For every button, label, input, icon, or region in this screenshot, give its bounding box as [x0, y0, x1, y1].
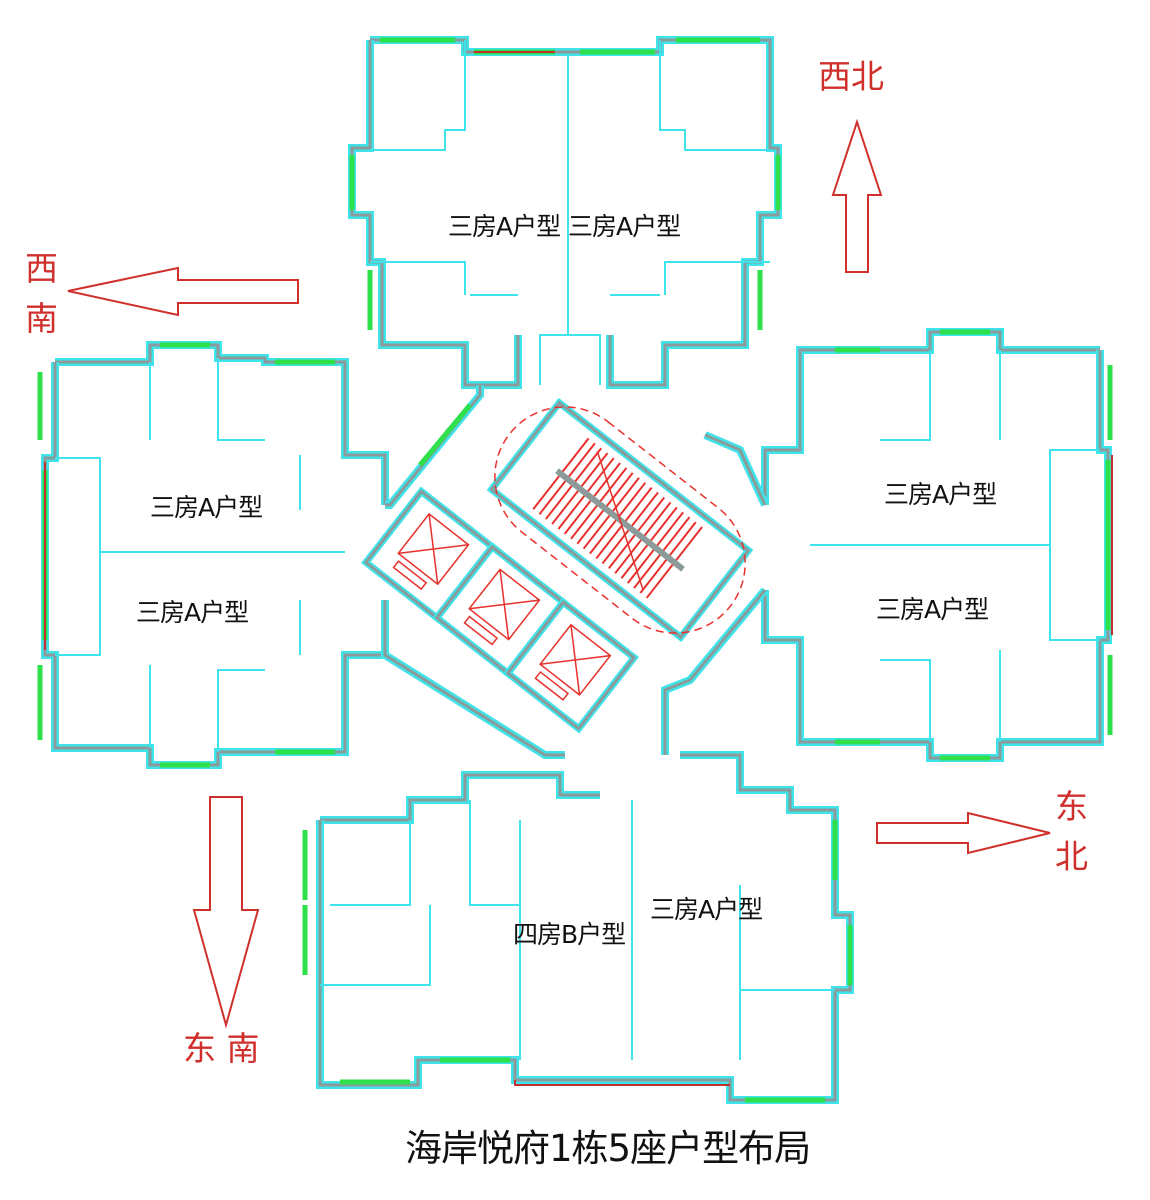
arrow-northeast-icon — [876, 811, 1051, 855]
wall — [663, 589, 767, 755]
page-title: 海岸悦府1栋5座户型布局 — [405, 1127, 811, 1170]
arrow-southeast-icon — [192, 796, 260, 1029]
stair-direction — [596, 451, 644, 589]
stair-core — [486, 397, 754, 643]
partition — [217, 358, 265, 441]
elevator-car-icon — [463, 568, 541, 646]
stair-outline — [494, 406, 746, 634]
wall — [55, 343, 387, 505]
elevator-core — [361, 486, 639, 734]
unit-label: 三房A户型 — [876, 595, 989, 624]
unit-label: 三房A户型 — [884, 480, 997, 509]
partition — [55, 457, 101, 656]
direction-southeast: 东 南 — [183, 1029, 260, 1068]
direction-northeast-1: 东 — [1055, 787, 1088, 826]
unit-label: 三房A户型 — [650, 895, 763, 924]
unit-label: 三房A户型 — [150, 493, 263, 522]
partition — [320, 905, 431, 986]
partition — [370, 261, 466, 295]
wall — [704, 433, 767, 506]
arrow-northwest-icon — [831, 118, 883, 273]
balcony-edge — [514, 1080, 730, 1086]
partition — [469, 800, 520, 906]
partition — [880, 659, 931, 742]
partition — [659, 40, 770, 151]
wall — [320, 773, 600, 822]
direction-northwest: 西北 — [818, 57, 884, 96]
elevator-shaft — [505, 600, 637, 731]
direction-southwest-2: 南 — [25, 299, 58, 338]
elevator-car-icon — [534, 623, 612, 701]
partition — [370, 40, 466, 151]
elevator-car-icon — [392, 512, 470, 591]
arrow-southwest-icon — [67, 266, 299, 317]
unit-label: 三房A户型 — [448, 212, 561, 241]
unit-label: 四房B户型 — [513, 920, 626, 949]
direction-southwest-1: 西 — [25, 249, 58, 288]
partition — [330, 820, 411, 906]
stair-wall — [489, 400, 751, 640]
wall — [383, 600, 565, 757]
unit-label: 三房A户型 — [136, 598, 249, 627]
partition — [217, 669, 265, 752]
partition — [880, 350, 931, 441]
direction-northeast-2: 北 — [1055, 837, 1088, 876]
partition — [664, 261, 770, 295]
window — [418, 403, 472, 467]
unit-label: 三房A户型 — [568, 212, 681, 241]
partition — [539, 334, 601, 385]
